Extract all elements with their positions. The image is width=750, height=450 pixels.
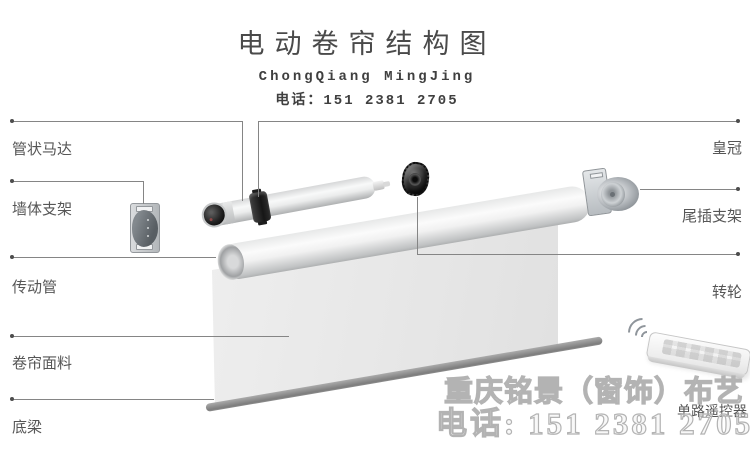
callout-dot	[736, 187, 740, 191]
part-label-remote: 单路遥控器	[677, 403, 747, 419]
callout-dot	[10, 397, 14, 401]
header: 电动卷帘结构图 ChongQiang MingJing 电话：151 2381 …	[0, 22, 734, 109]
callout-line-drive-tube	[12, 257, 216, 258]
callout-line-tubular-motor	[242, 121, 243, 201]
callout-line-wheel	[417, 197, 418, 255]
wheel-hub	[409, 173, 421, 186]
callout-dot	[10, 334, 14, 338]
part-label-tubular-motor: 管状马达	[12, 141, 73, 158]
callout-dot	[10, 179, 14, 183]
callout-dot	[736, 119, 740, 123]
wall-bracket-hole	[147, 219, 149, 221]
part-label-bottom-rail: 底梁	[12, 419, 43, 436]
part-label-wall-bracket: 墙体支架	[12, 201, 73, 218]
header-phone: 电话：151 2381 2705	[275, 93, 459, 109]
callout-line-crown	[258, 121, 738, 122]
watermark-line1: 重庆铭景（窗饰）布艺	[443, 375, 745, 408]
part-label-tail-bracket: 尾插支架	[681, 208, 742, 225]
page-title: 电动卷帘结构图	[237, 29, 497, 59]
callout-line-wheel	[417, 254, 738, 255]
part-label-wheel: 转轮	[711, 284, 742, 301]
part-label-crown: 皇冠	[711, 140, 742, 157]
watermark-line2: 电话: 151 2381 2705	[435, 405, 750, 441]
wall-bracket-hole	[147, 235, 149, 237]
motor-drive-pin	[382, 180, 391, 188]
callout-line-tubular-motor	[12, 121, 243, 122]
part-label-fabric: 卷帘面料	[12, 355, 73, 372]
callout-dot	[10, 255, 14, 259]
tail-bracket-center	[610, 192, 615, 197]
callout-line-wall-bracket	[12, 181, 143, 182]
wall-bracket-body	[132, 210, 158, 247]
callout-line-bottom-rail	[12, 399, 214, 400]
wall-bracket-hole	[147, 227, 149, 229]
motor-head-dot	[209, 217, 213, 222]
brand-subtitle: ChongQiang MingJing	[258, 69, 476, 85]
part-label-drive-tube: 传动管	[12, 279, 58, 296]
callout-line-tail-bracket	[640, 189, 738, 190]
callout-dot	[736, 252, 740, 256]
callout-line-wall-bracket	[143, 181, 144, 204]
tubular-motor-graphic	[199, 174, 391, 230]
callout-dot	[10, 119, 14, 123]
callout-line-fabric	[12, 336, 289, 337]
callout-line-crown	[258, 121, 259, 197]
